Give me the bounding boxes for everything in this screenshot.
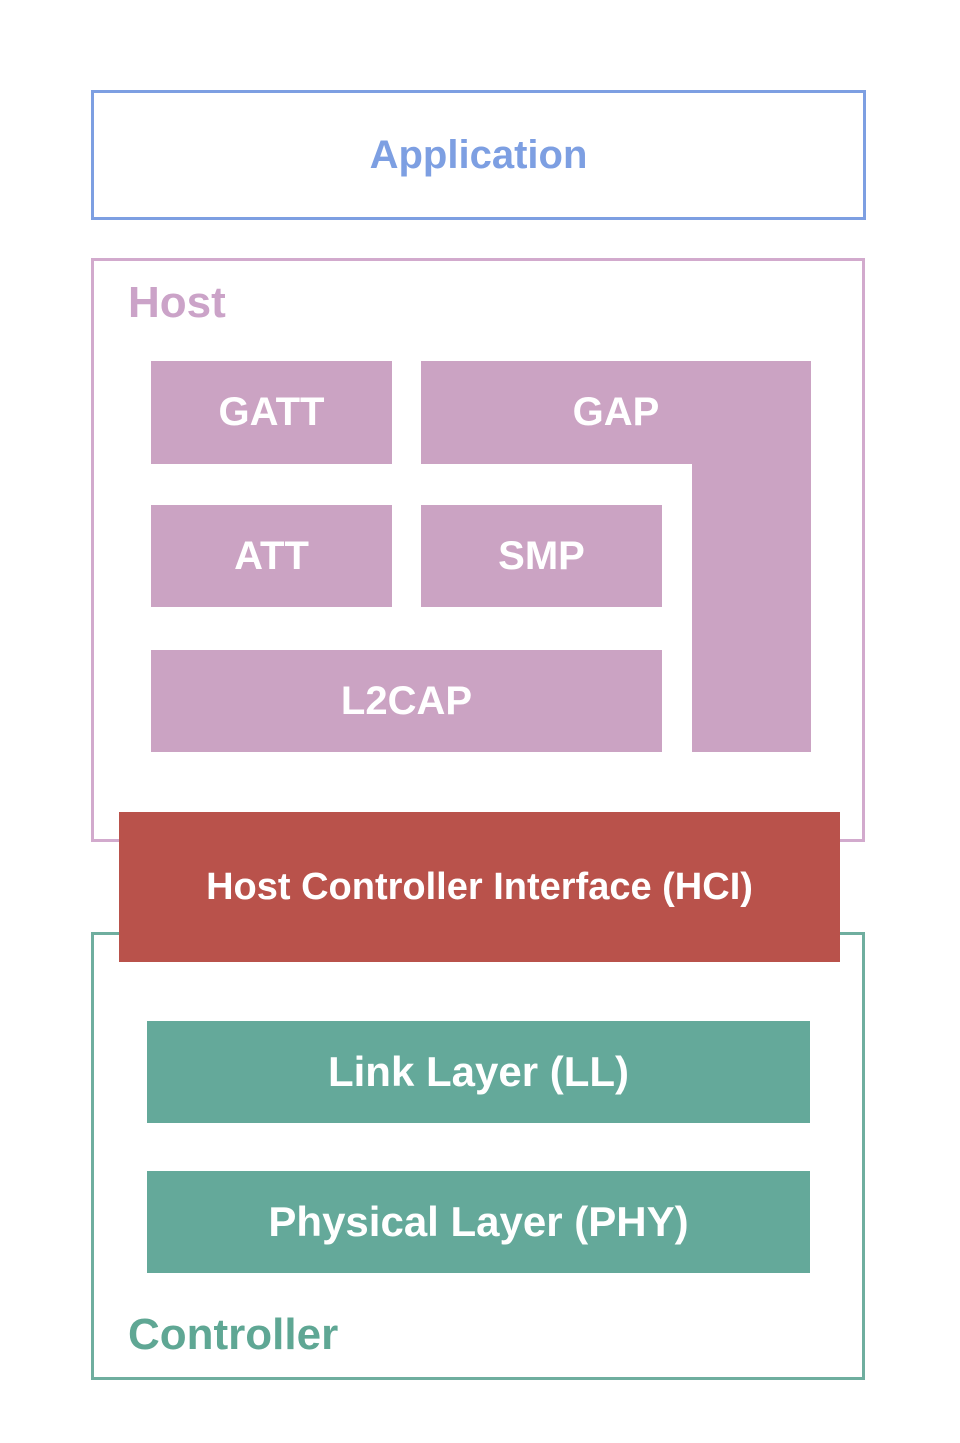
att-block: ATT [151, 505, 392, 607]
link-layer-block: Link Layer (LL) [147, 1021, 810, 1123]
gatt-label: GATT [218, 390, 325, 434]
physical-layer-label: Physical Layer (PHY) [268, 1198, 689, 1245]
l2cap-label: L2CAP [340, 678, 473, 723]
l2cap-block: L2CAP [151, 650, 662, 752]
smp-block: SMP [421, 505, 662, 607]
host-box: Host GATT GAP ATT SMP L2CAP [91, 258, 865, 842]
host-label: Host [128, 278, 226, 327]
hci-label: Host Controller Interface (HCI) [206, 865, 753, 908]
link-layer-label: Link Layer (LL) [327, 1048, 630, 1095]
gap-main-segment: GAP [421, 361, 811, 464]
gap-block: GAP [421, 361, 811, 752]
smp-label: SMP [498, 533, 585, 578]
hci-bar: Host Controller Interface (HCI) [119, 812, 840, 962]
controller-label: Controller [128, 1310, 339, 1359]
controller-box: Link Layer (LL) Physical Layer (PHY) Con… [91, 932, 865, 1380]
gap-label: GAP [572, 390, 660, 434]
application-label: Application [369, 132, 588, 177]
physical-layer-block: Physical Layer (PHY) [147, 1171, 810, 1273]
gatt-block: GATT [151, 361, 392, 464]
application-box: Application [91, 90, 866, 220]
att-label: ATT [234, 533, 309, 578]
